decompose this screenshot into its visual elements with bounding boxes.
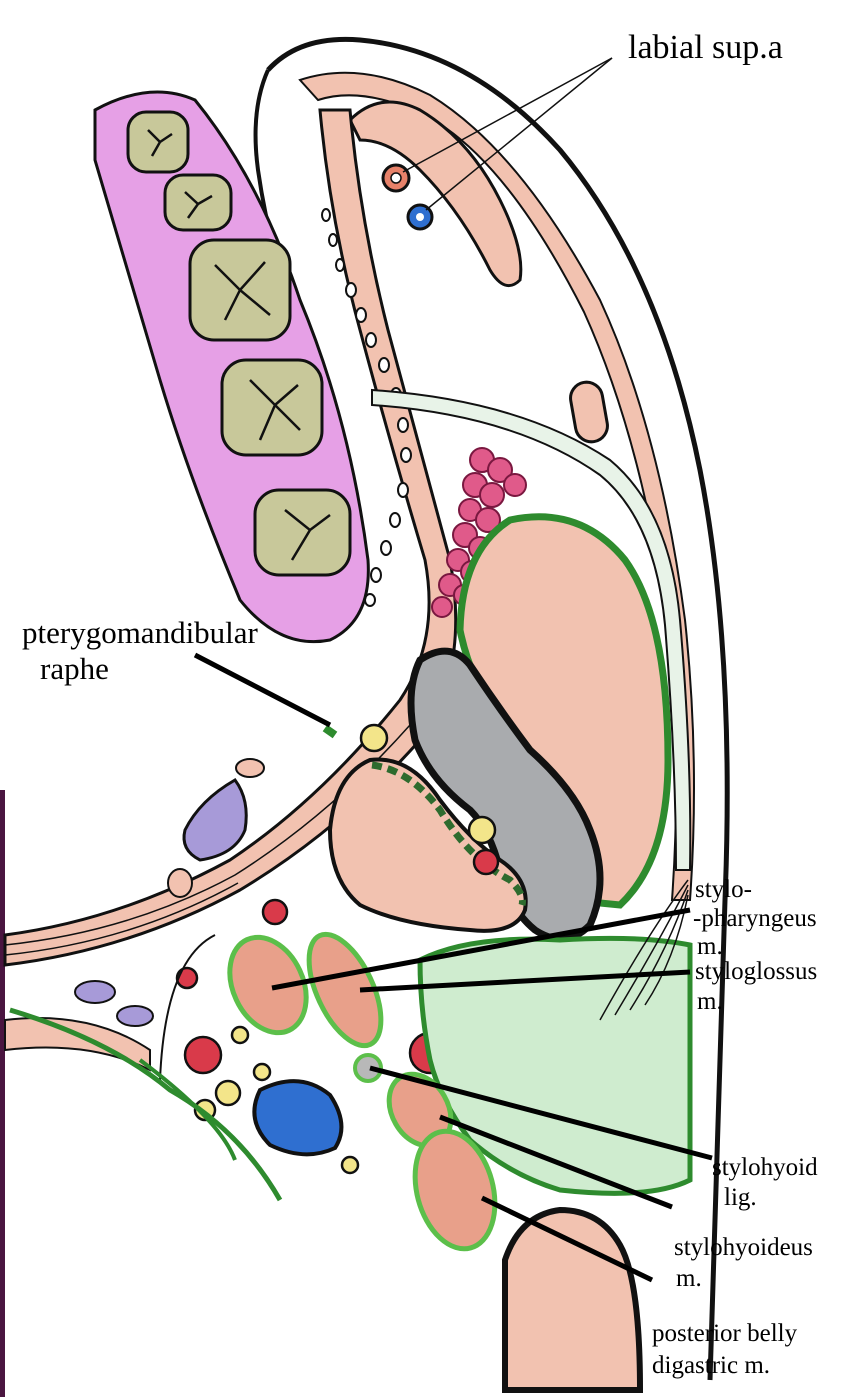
cheek-small-muscle — [568, 380, 610, 445]
small-peach-2 — [168, 869, 192, 897]
tooth-5 — [255, 490, 350, 575]
raphe-marker — [325, 728, 335, 735]
internal-jugular-vein — [254, 1081, 341, 1154]
lymph-node-2 — [117, 1006, 153, 1026]
left-edge-strip — [0, 790, 5, 1397]
label-labial-sup-a: labial sup.a — [628, 30, 783, 67]
label-pharyngeus: -pharyngeus — [693, 905, 817, 932]
label-pterygomandibular: pterygomandibular — [22, 616, 258, 649]
leader-pterygomandibular — [195, 655, 330, 725]
nerve-2 — [469, 817, 495, 843]
label-stylohyoideus: stylohyoideus — [674, 1234, 813, 1261]
small-peach-1 — [236, 759, 264, 777]
lymph-node-1 — [75, 981, 115, 1003]
label-styloglossus-m: m. — [697, 988, 723, 1015]
label-posterior-belly: posterior belly — [652, 1320, 797, 1347]
nerve-3 — [232, 1027, 248, 1043]
label-styloglossus: styloglossus — [695, 958, 817, 985]
purple-node — [184, 780, 246, 860]
nerve-7 — [342, 1157, 358, 1173]
label-digastric: digastric m. — [652, 1352, 770, 1379]
label-stylo: stylo- — [695, 876, 752, 903]
artery-3 — [177, 968, 197, 988]
nerve-6 — [254, 1064, 270, 1080]
stylopharyngeus-muscle — [215, 925, 321, 1045]
label-raphe: raphe — [40, 652, 109, 685]
tooth-1 — [128, 112, 188, 172]
artery-2 — [263, 900, 287, 924]
label-stylohyoid-lig: lig. — [724, 1184, 757, 1211]
label-stylohyoideus-m: m. — [676, 1265, 702, 1292]
artery-1 — [474, 850, 498, 874]
labial-muscle — [350, 102, 521, 286]
hyoid-structure — [505, 1210, 640, 1390]
artery-4 — [185, 1037, 221, 1073]
nerve-4 — [216, 1081, 240, 1105]
nerve-1 — [361, 725, 387, 751]
tooth-4 — [222, 360, 322, 455]
label-stylopharyngeus-m: m. — [697, 933, 723, 960]
label-stylohyoid: stylohyoid — [712, 1154, 818, 1181]
